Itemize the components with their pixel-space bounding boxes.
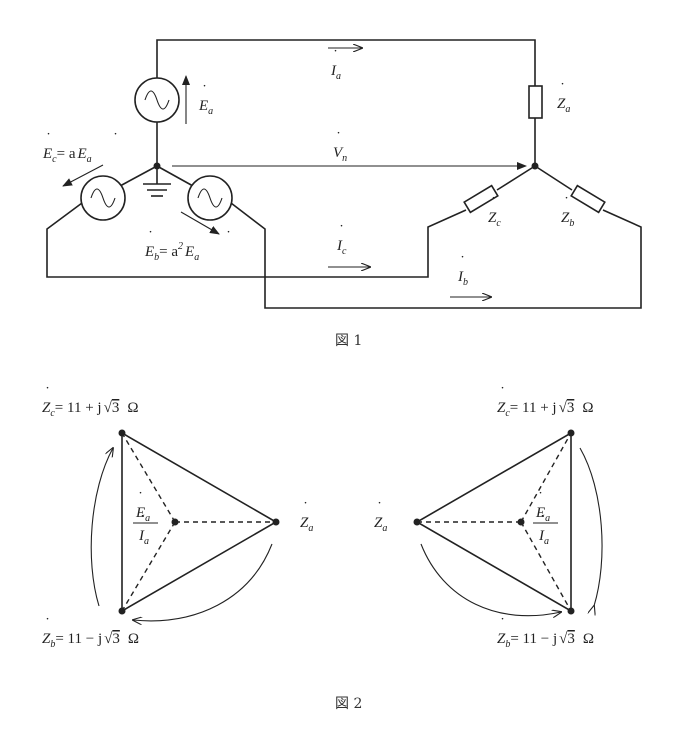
dot-accent: ˙ xyxy=(339,223,344,239)
label-left-za: Za ˙ xyxy=(300,500,313,534)
wire-neutral-to-zc xyxy=(496,165,536,191)
ec-direction-arrow xyxy=(62,164,104,187)
dot-accent: ˙ xyxy=(336,130,341,146)
dot-accent: ˙ xyxy=(560,81,565,97)
triangle-edge xyxy=(415,431,572,613)
svg-text:˙: ˙ xyxy=(500,616,505,632)
svg-text:˙: ˙ xyxy=(45,385,50,401)
svg-text:Ia: Ia xyxy=(538,528,549,547)
svg-text:˙: ˙ xyxy=(303,500,308,516)
wire-neutral-to-zb xyxy=(534,165,573,191)
vertex-za xyxy=(272,518,280,526)
label-ia: Ia xyxy=(330,63,341,82)
rotation-arrow-right-down xyxy=(579,447,603,606)
svg-text:Za: Za xyxy=(300,515,313,534)
svg-text:Ea: Ea xyxy=(135,505,150,524)
svg-text:˙: ˙ xyxy=(138,490,143,506)
svg-text:Ea: Ea xyxy=(535,505,550,524)
label-right-za: Za ˙ xyxy=(374,500,387,534)
svg-text:˙: ˙ xyxy=(377,500,382,516)
impedance-zb-resistor xyxy=(570,184,606,214)
figure-2-caption: 図 2 xyxy=(335,696,362,712)
dot-accent: ˙ xyxy=(564,195,569,211)
svg-text:˙: ˙ xyxy=(113,131,118,147)
label-left-ratio: Ea ˙ Ia ˙ xyxy=(133,490,158,547)
center-point xyxy=(517,518,525,526)
label-zb: Zb xyxy=(561,210,574,229)
vertex-zc xyxy=(118,429,126,437)
label-ib: Ib xyxy=(457,269,468,288)
svg-text:Ec= aEa: Ec= aEa xyxy=(42,146,92,165)
sine-icon xyxy=(90,188,116,208)
eb-direction-arrow xyxy=(180,211,220,235)
dot-accent: ˙ xyxy=(202,83,207,99)
label-right-ratio: Ea ˙ Ia ˙ xyxy=(533,490,558,547)
wire-phase-b xyxy=(230,202,642,309)
svg-text:Zc= 11 + j√3Ω: Zc= 11 + j√3Ω xyxy=(42,400,138,419)
rotation-arrow-left-bottom xyxy=(133,543,273,621)
svg-text:Ia: Ia xyxy=(138,528,149,547)
impedance-zc-resistor xyxy=(463,184,499,214)
vertex-zc xyxy=(567,429,575,437)
wire-phase-a xyxy=(156,39,536,86)
wire-neutral-to-eb xyxy=(156,165,194,187)
svg-text:˙: ˙ xyxy=(226,229,231,245)
svg-text:˙: ˙ xyxy=(140,513,145,529)
triangle-edge xyxy=(121,431,278,613)
vertex-zb xyxy=(118,607,126,615)
label-vn: Vn xyxy=(333,145,347,164)
label-ic: Ic xyxy=(336,238,347,257)
sine-icon xyxy=(197,188,223,208)
svg-text:Zb= 11 − j√3Ω: Zb= 11 − j√3Ω xyxy=(497,631,594,650)
ground-icon xyxy=(143,183,171,197)
wire-phase-c xyxy=(46,202,467,278)
label-za: Za xyxy=(557,96,570,115)
svg-text:Zc= 11 + j√3Ω: Zc= 11 + j√3Ω xyxy=(497,400,593,419)
dashed-line-to-zc xyxy=(520,432,572,523)
dot-accent: ˙ xyxy=(333,48,338,64)
rotation-arrow-right-bottom xyxy=(420,543,561,616)
dashed-line-to-zb xyxy=(520,521,572,612)
svg-text:Za: Za xyxy=(374,515,387,534)
svg-text:˙: ˙ xyxy=(540,513,545,529)
impedance-za-resistor xyxy=(528,85,543,119)
svg-text:˙: ˙ xyxy=(46,131,51,147)
figure-1-caption: 図 1 xyxy=(335,333,362,349)
svg-text:˙: ˙ xyxy=(45,616,50,632)
svg-text:Zb= 11 − j√3Ω: Zb= 11 − j√3Ω xyxy=(42,631,139,650)
svg-text:˙: ˙ xyxy=(538,490,543,506)
vertex-za xyxy=(413,518,421,526)
sine-icon xyxy=(144,90,170,110)
label-zc: Zc xyxy=(488,210,501,229)
dot-accent: ˙ xyxy=(491,195,496,211)
wire-neutral-to-ec xyxy=(119,165,158,187)
rotation-arrow-left-up xyxy=(90,448,113,607)
vertex-zb xyxy=(567,607,575,615)
dot-accent: ˙ xyxy=(460,254,465,270)
svg-text:˙: ˙ xyxy=(148,229,153,245)
center-point xyxy=(171,518,179,526)
svg-text:˙: ˙ xyxy=(500,385,505,401)
dashed-line-to-zc xyxy=(121,432,176,523)
label-ea: Ea xyxy=(198,98,213,117)
